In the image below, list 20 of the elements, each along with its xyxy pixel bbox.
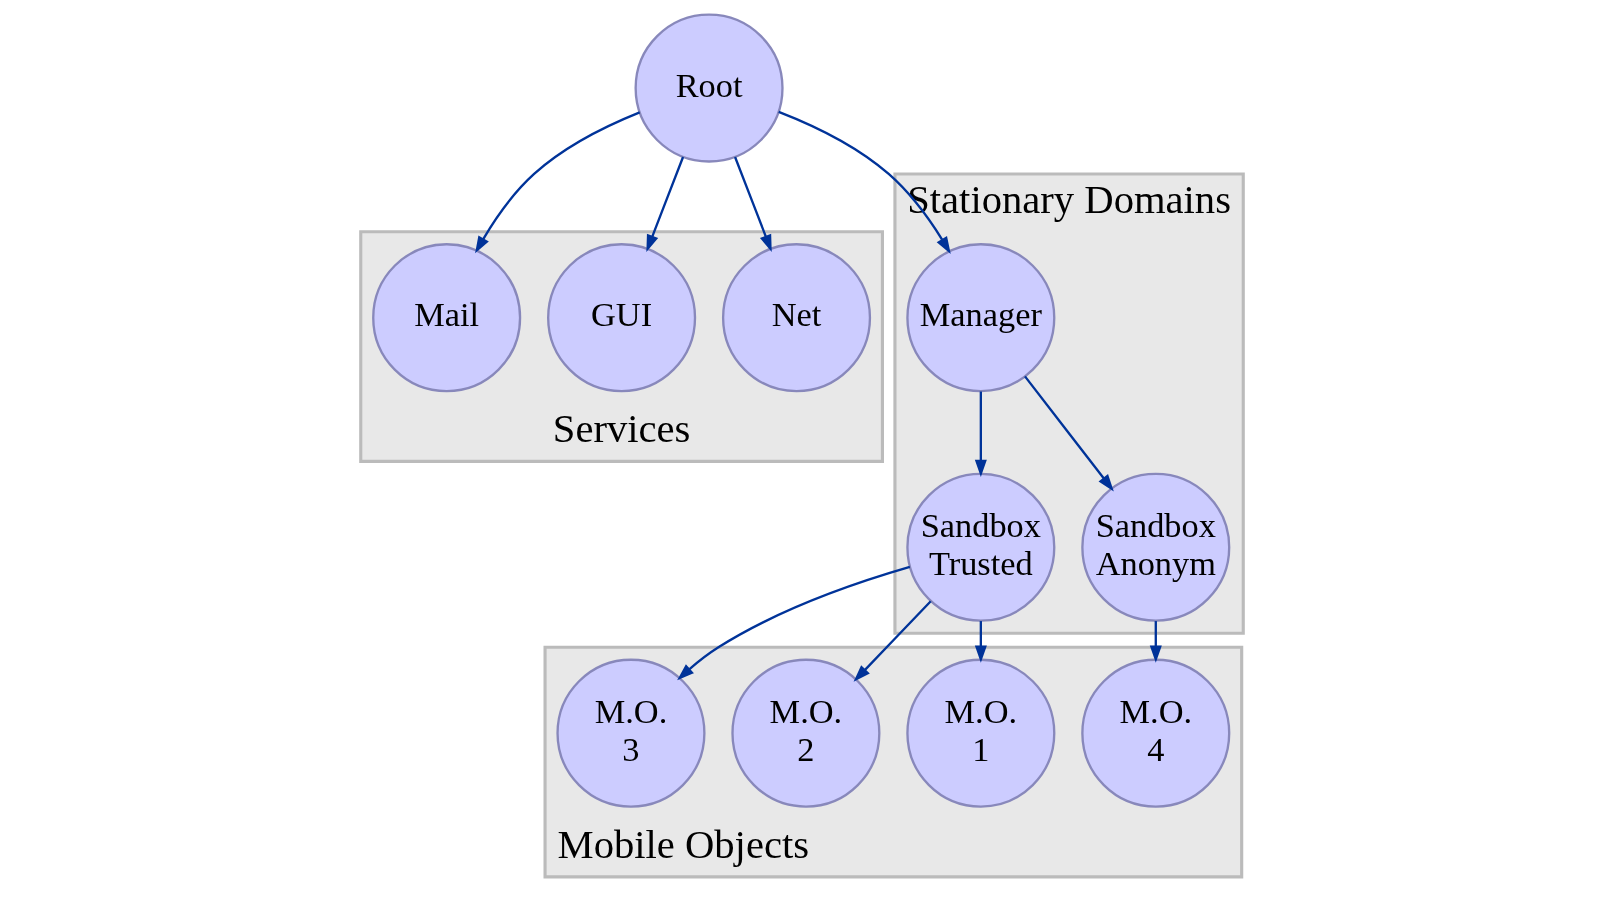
arrow	[474, 111, 640, 254]
arrow	[853, 600, 932, 682]
node-circle: Net	[721, 243, 871, 393]
node-circle: Manager	[905, 243, 1055, 393]
arrow	[974, 621, 987, 663]
node-circle: M.O. 2	[730, 658, 880, 808]
arrow	[676, 565, 910, 681]
arrow	[645, 156, 684, 252]
node-circle: Mail	[371, 243, 521, 393]
node-circle: Root	[634, 13, 784, 163]
node-circle: M.O. 1	[905, 658, 1055, 808]
arrow	[974, 391, 987, 477]
arrow	[1023, 375, 1114, 492]
node-circle: M.O. 3	[555, 658, 706, 808]
arrow	[777, 110, 951, 254]
node-circle: M.O. 4	[1080, 658, 1230, 808]
arrow	[1149, 621, 1162, 663]
arrow	[733, 156, 772, 252]
node-circle: GUI	[546, 243, 696, 393]
node-circle: Sandbox Trusted	[905, 472, 1055, 622]
